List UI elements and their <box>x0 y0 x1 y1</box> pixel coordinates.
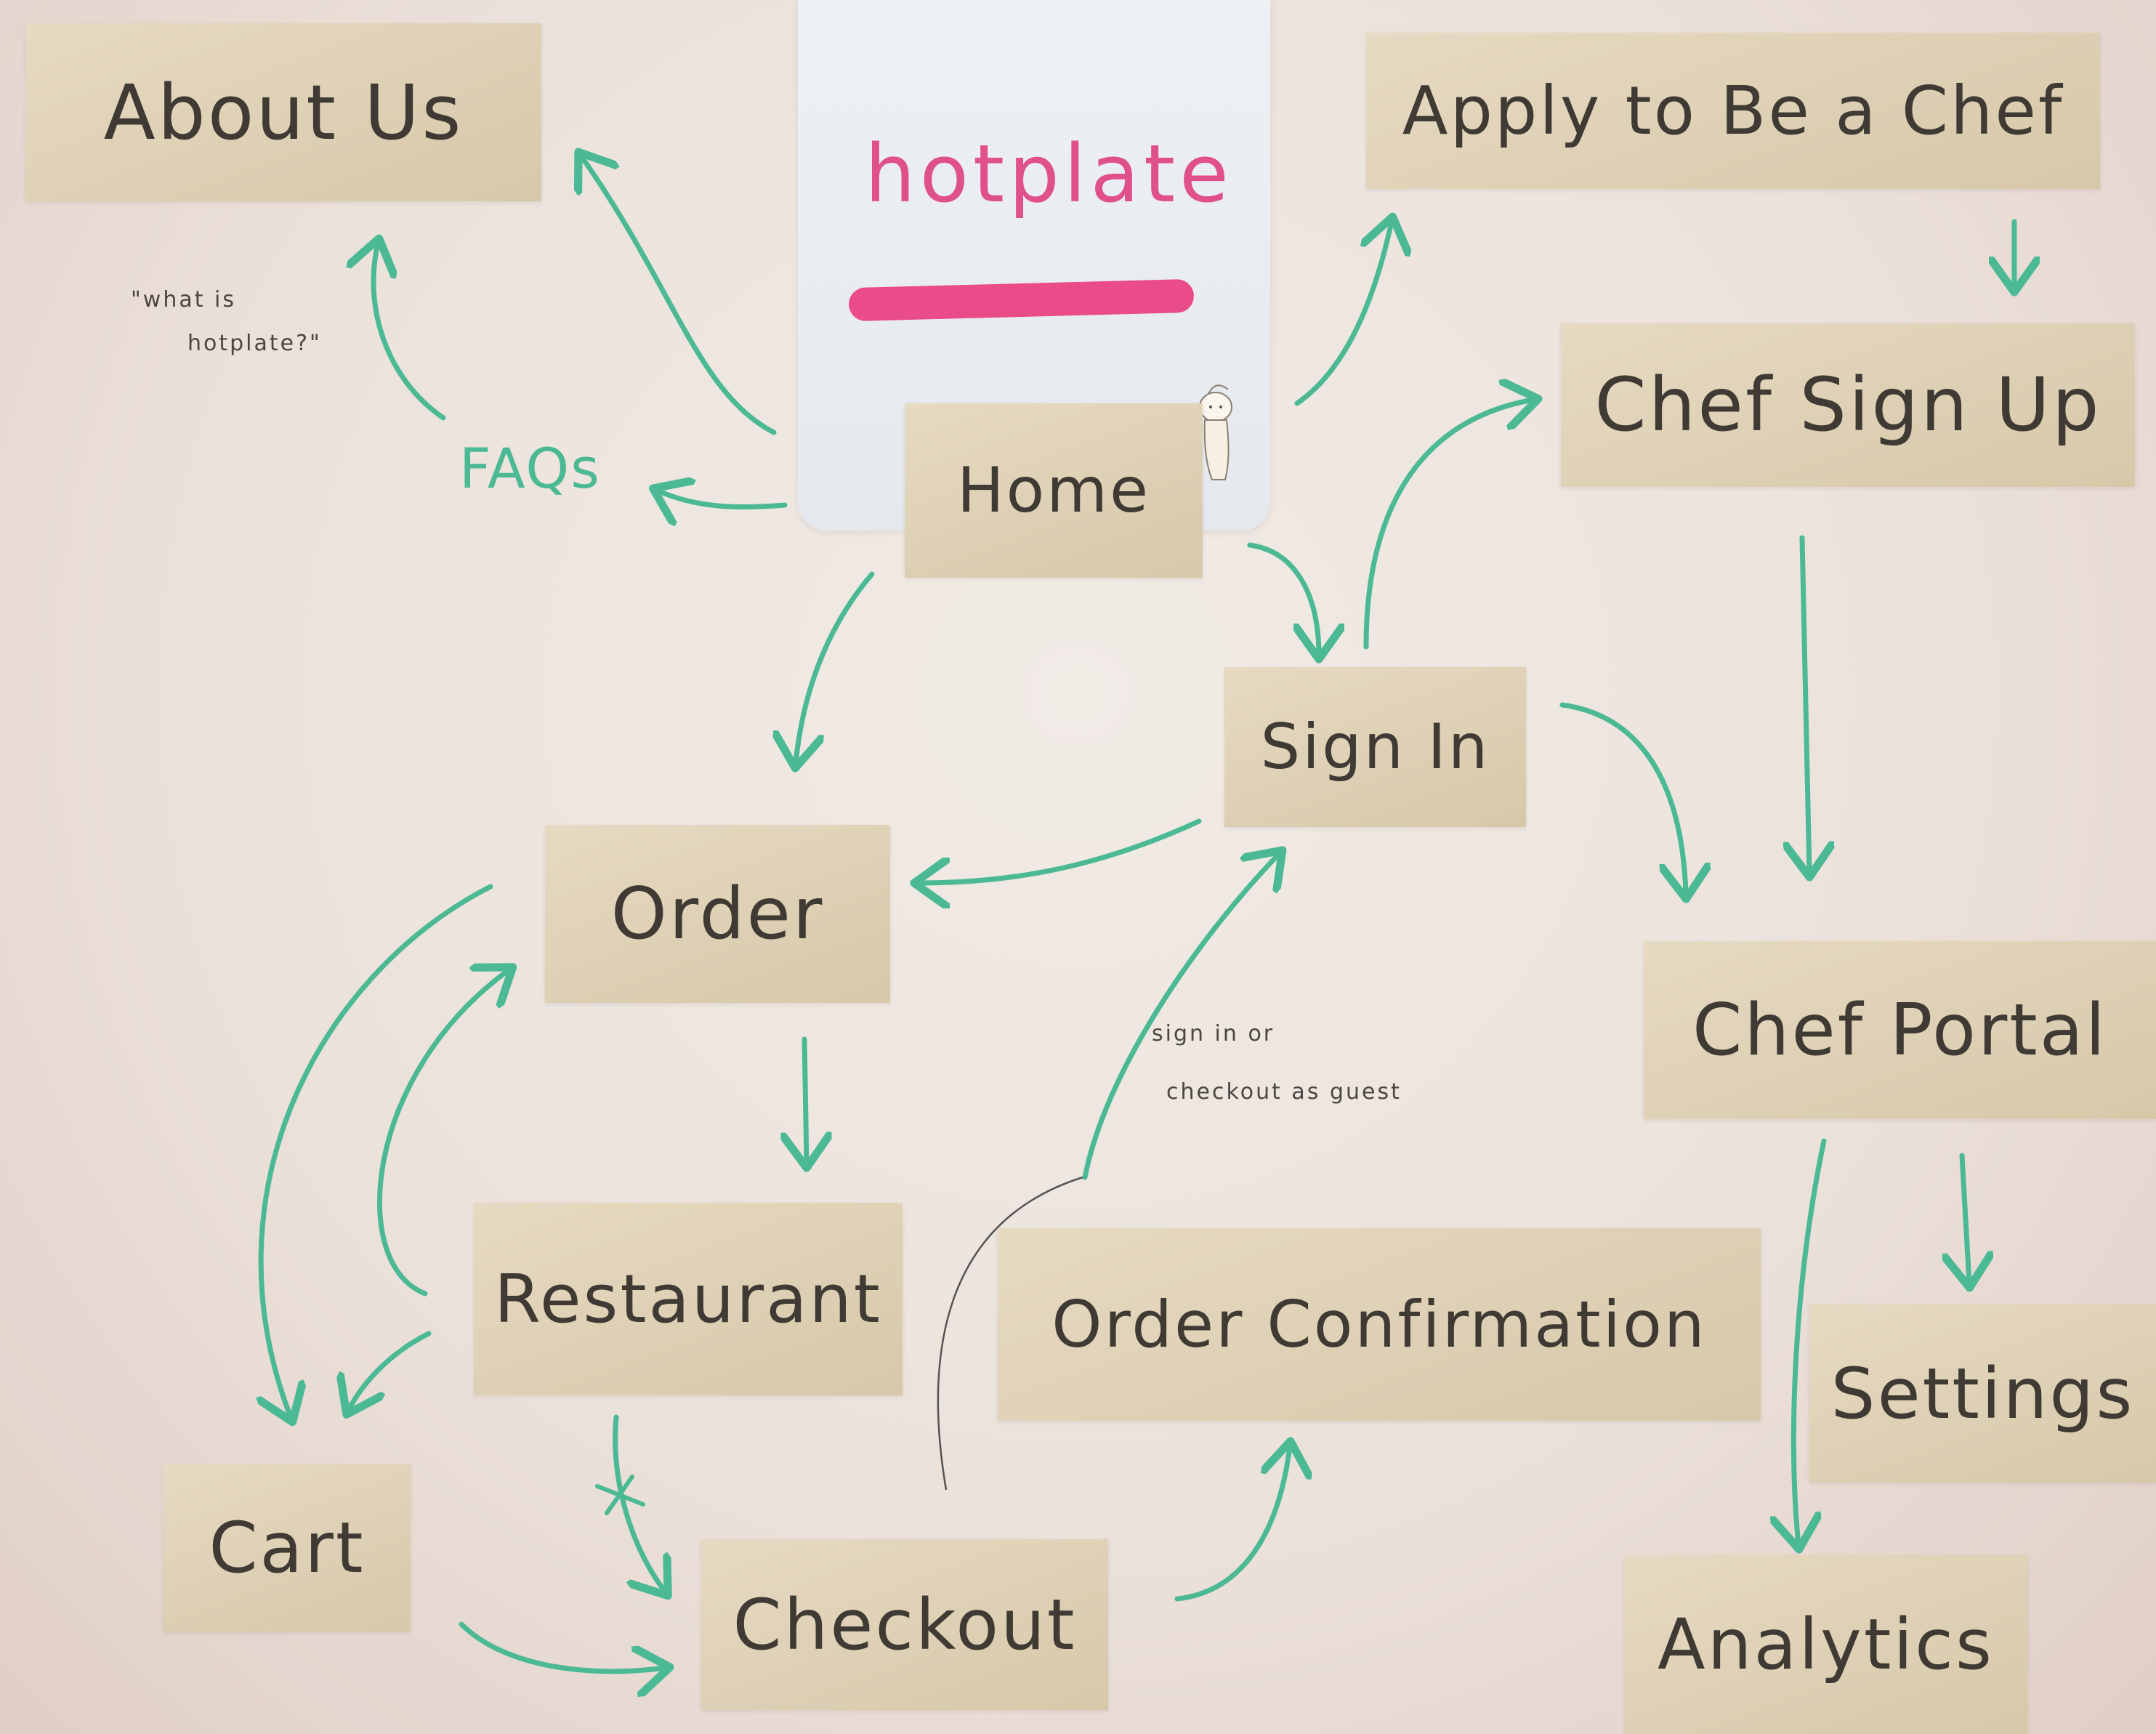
home-node: Home <box>905 403 1203 578</box>
restaurant-node: Restaurant <box>474 1203 903 1395</box>
arrow-home-signin <box>1247 542 1319 654</box>
pencil-line-checkout-guest <box>937 1176 1083 1491</box>
arrow-faqs-about <box>374 243 446 421</box>
cart-node: Cart <box>163 1464 411 1632</box>
arrow-signin-chefsignup <box>1363 400 1533 650</box>
arrow-order-restaurant <box>804 1036 807 1163</box>
arrow-signin-chefportal <box>1559 702 1686 894</box>
arrow-home-apply <box>1294 222 1392 406</box>
order-node: Order <box>545 825 890 1003</box>
sign-in-node: Sign In <box>1224 667 1526 827</box>
arrow-home-faqs <box>658 491 788 507</box>
arrow-restaurant-checkout <box>613 1414 665 1592</box>
arrow-signin-order <box>919 818 1202 883</box>
checkout-node: Checkout <box>701 1539 1108 1710</box>
order-confirmation-node: Order Confirmation <box>998 1228 1761 1421</box>
chef-mascot-icon <box>1199 384 1232 480</box>
arrow-home-order <box>796 571 875 763</box>
chef-sign-up-node: Chef Sign Up <box>1561 323 2135 487</box>
arrow-order-cart <box>261 884 493 1417</box>
arrow-restaurant-order <box>377 970 509 1297</box>
faqs-label: FAQs <box>459 436 601 501</box>
chef-portal-node: Chef Portal <box>1644 941 2156 1119</box>
arrow-cart-checkout <box>459 1621 665 1672</box>
settings-node: Settings <box>1809 1304 2156 1483</box>
analytics-node: Analytics <box>1624 1555 2027 1734</box>
arrow-guest-signin <box>1082 854 1279 1180</box>
faq-note-line2: hotplate?" <box>187 331 322 356</box>
arrow-home-about <box>581 156 777 435</box>
guest-note-line2: checkout as guest <box>1166 1079 1402 1105</box>
arrow-checkout-confirmation <box>1174 1446 1290 1602</box>
faq-note-line1: "what is <box>131 287 236 312</box>
guest-note-line1: sign in or <box>1152 1021 1275 1047</box>
apply-chef-node: Apply to Be a Chef <box>1366 33 2100 189</box>
brand-title: hotplate <box>865 127 1233 220</box>
arrow-restaurant-cart <box>349 1331 432 1410</box>
blocked-path-mark <box>595 1475 645 1515</box>
arrow-chefportal-analytics <box>1793 1138 1827 1544</box>
about-us-node: About Us <box>25 23 541 201</box>
arrow-chefportal-settings <box>1962 1153 1969 1283</box>
arrow-chefsignup-chefportal <box>1802 535 1809 872</box>
